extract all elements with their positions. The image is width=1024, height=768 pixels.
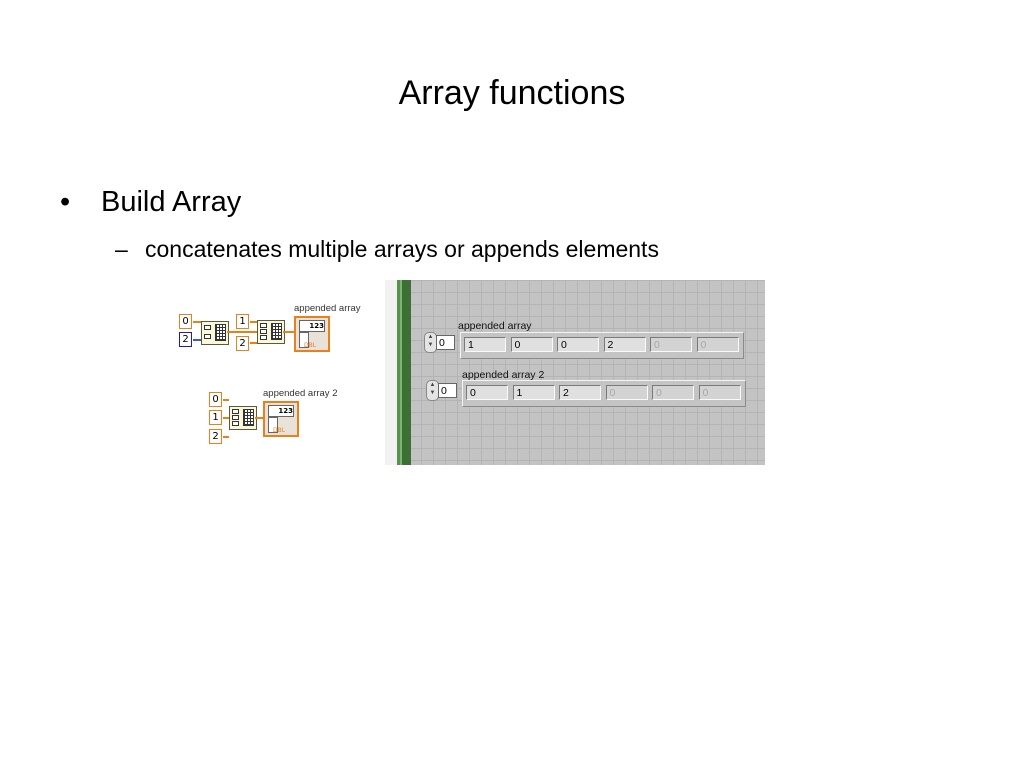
array2-element-5: 0 bbox=[698, 385, 741, 400]
indicator-value: 123 bbox=[299, 320, 325, 332]
build-array-node bbox=[257, 320, 285, 344]
indicator-label-1: appended array bbox=[294, 303, 361, 314]
array1-label: appended array bbox=[458, 320, 532, 332]
panel-divider bbox=[397, 280, 411, 465]
array1-element-2[interactable]: 0 bbox=[557, 337, 599, 352]
array-constant-element-1: 2 bbox=[179, 332, 192, 347]
array2-index-input[interactable]: 0 bbox=[438, 383, 457, 398]
wire bbox=[227, 331, 257, 333]
wire bbox=[283, 331, 294, 333]
array-constant-element-0: 0 bbox=[179, 314, 192, 329]
array2-element-0[interactable]: 0 bbox=[466, 385, 508, 400]
element-constant-c: 2 bbox=[209, 429, 222, 444]
indicator-value: 123 bbox=[268, 405, 294, 417]
block-diagram: 0 2 1 2 appended array 123 DBL 0 1 2 app… bbox=[170, 295, 380, 455]
element-constant-1: 1 bbox=[236, 314, 249, 329]
array1-element-0[interactable]: 1 bbox=[464, 337, 506, 352]
array1-element-4: 0 bbox=[650, 337, 692, 352]
wire bbox=[193, 321, 201, 323]
wire bbox=[223, 399, 229, 401]
array-indicator-1: 123 DBL bbox=[294, 316, 330, 352]
element-constant-a: 0 bbox=[209, 392, 222, 407]
sub-bullet-marker: – bbox=[115, 236, 128, 262]
array1-index-input[interactable]: 0 bbox=[436, 335, 455, 350]
sub-bullet-text: concatenates multiple arrays or appends … bbox=[145, 236, 659, 262]
element-constant-b: 1 bbox=[209, 410, 222, 425]
build-array-node-2 bbox=[229, 406, 257, 430]
array1-element-1[interactable]: 0 bbox=[510, 337, 553, 352]
array-constant-node bbox=[201, 321, 229, 345]
indicator-type: DBL bbox=[273, 427, 286, 434]
slide-title: Array functions bbox=[398, 74, 626, 112]
indicator-index bbox=[299, 332, 309, 348]
element-constant-2: 2 bbox=[236, 336, 249, 351]
array2-element-1[interactable]: 1 bbox=[512, 385, 555, 400]
wire bbox=[193, 339, 201, 341]
array-indicator-2: 123 DBL bbox=[263, 401, 299, 437]
indicator-label-2: appended array 2 bbox=[263, 388, 338, 399]
array2-element-4: 0 bbox=[652, 385, 694, 400]
panel-edge bbox=[385, 280, 397, 465]
bullet-text: Build Array bbox=[101, 186, 242, 218]
array2-index-spinner[interactable]: ▲▼ bbox=[426, 380, 439, 401]
wire bbox=[250, 321, 257, 323]
array1-element-3[interactable]: 2 bbox=[603, 337, 646, 352]
wire bbox=[250, 342, 257, 344]
array2-element-3: 0 bbox=[605, 385, 648, 400]
indicator-type: DBL bbox=[304, 342, 317, 349]
wire bbox=[223, 417, 229, 419]
array1-element-5: 0 bbox=[696, 337, 739, 352]
indicator-index bbox=[268, 417, 278, 433]
array2-element-2[interactable]: 2 bbox=[559, 385, 601, 400]
wire bbox=[223, 436, 229, 438]
wire bbox=[255, 417, 263, 419]
array2-label: appended array 2 bbox=[462, 369, 545, 381]
bullet-marker: • bbox=[60, 186, 71, 218]
